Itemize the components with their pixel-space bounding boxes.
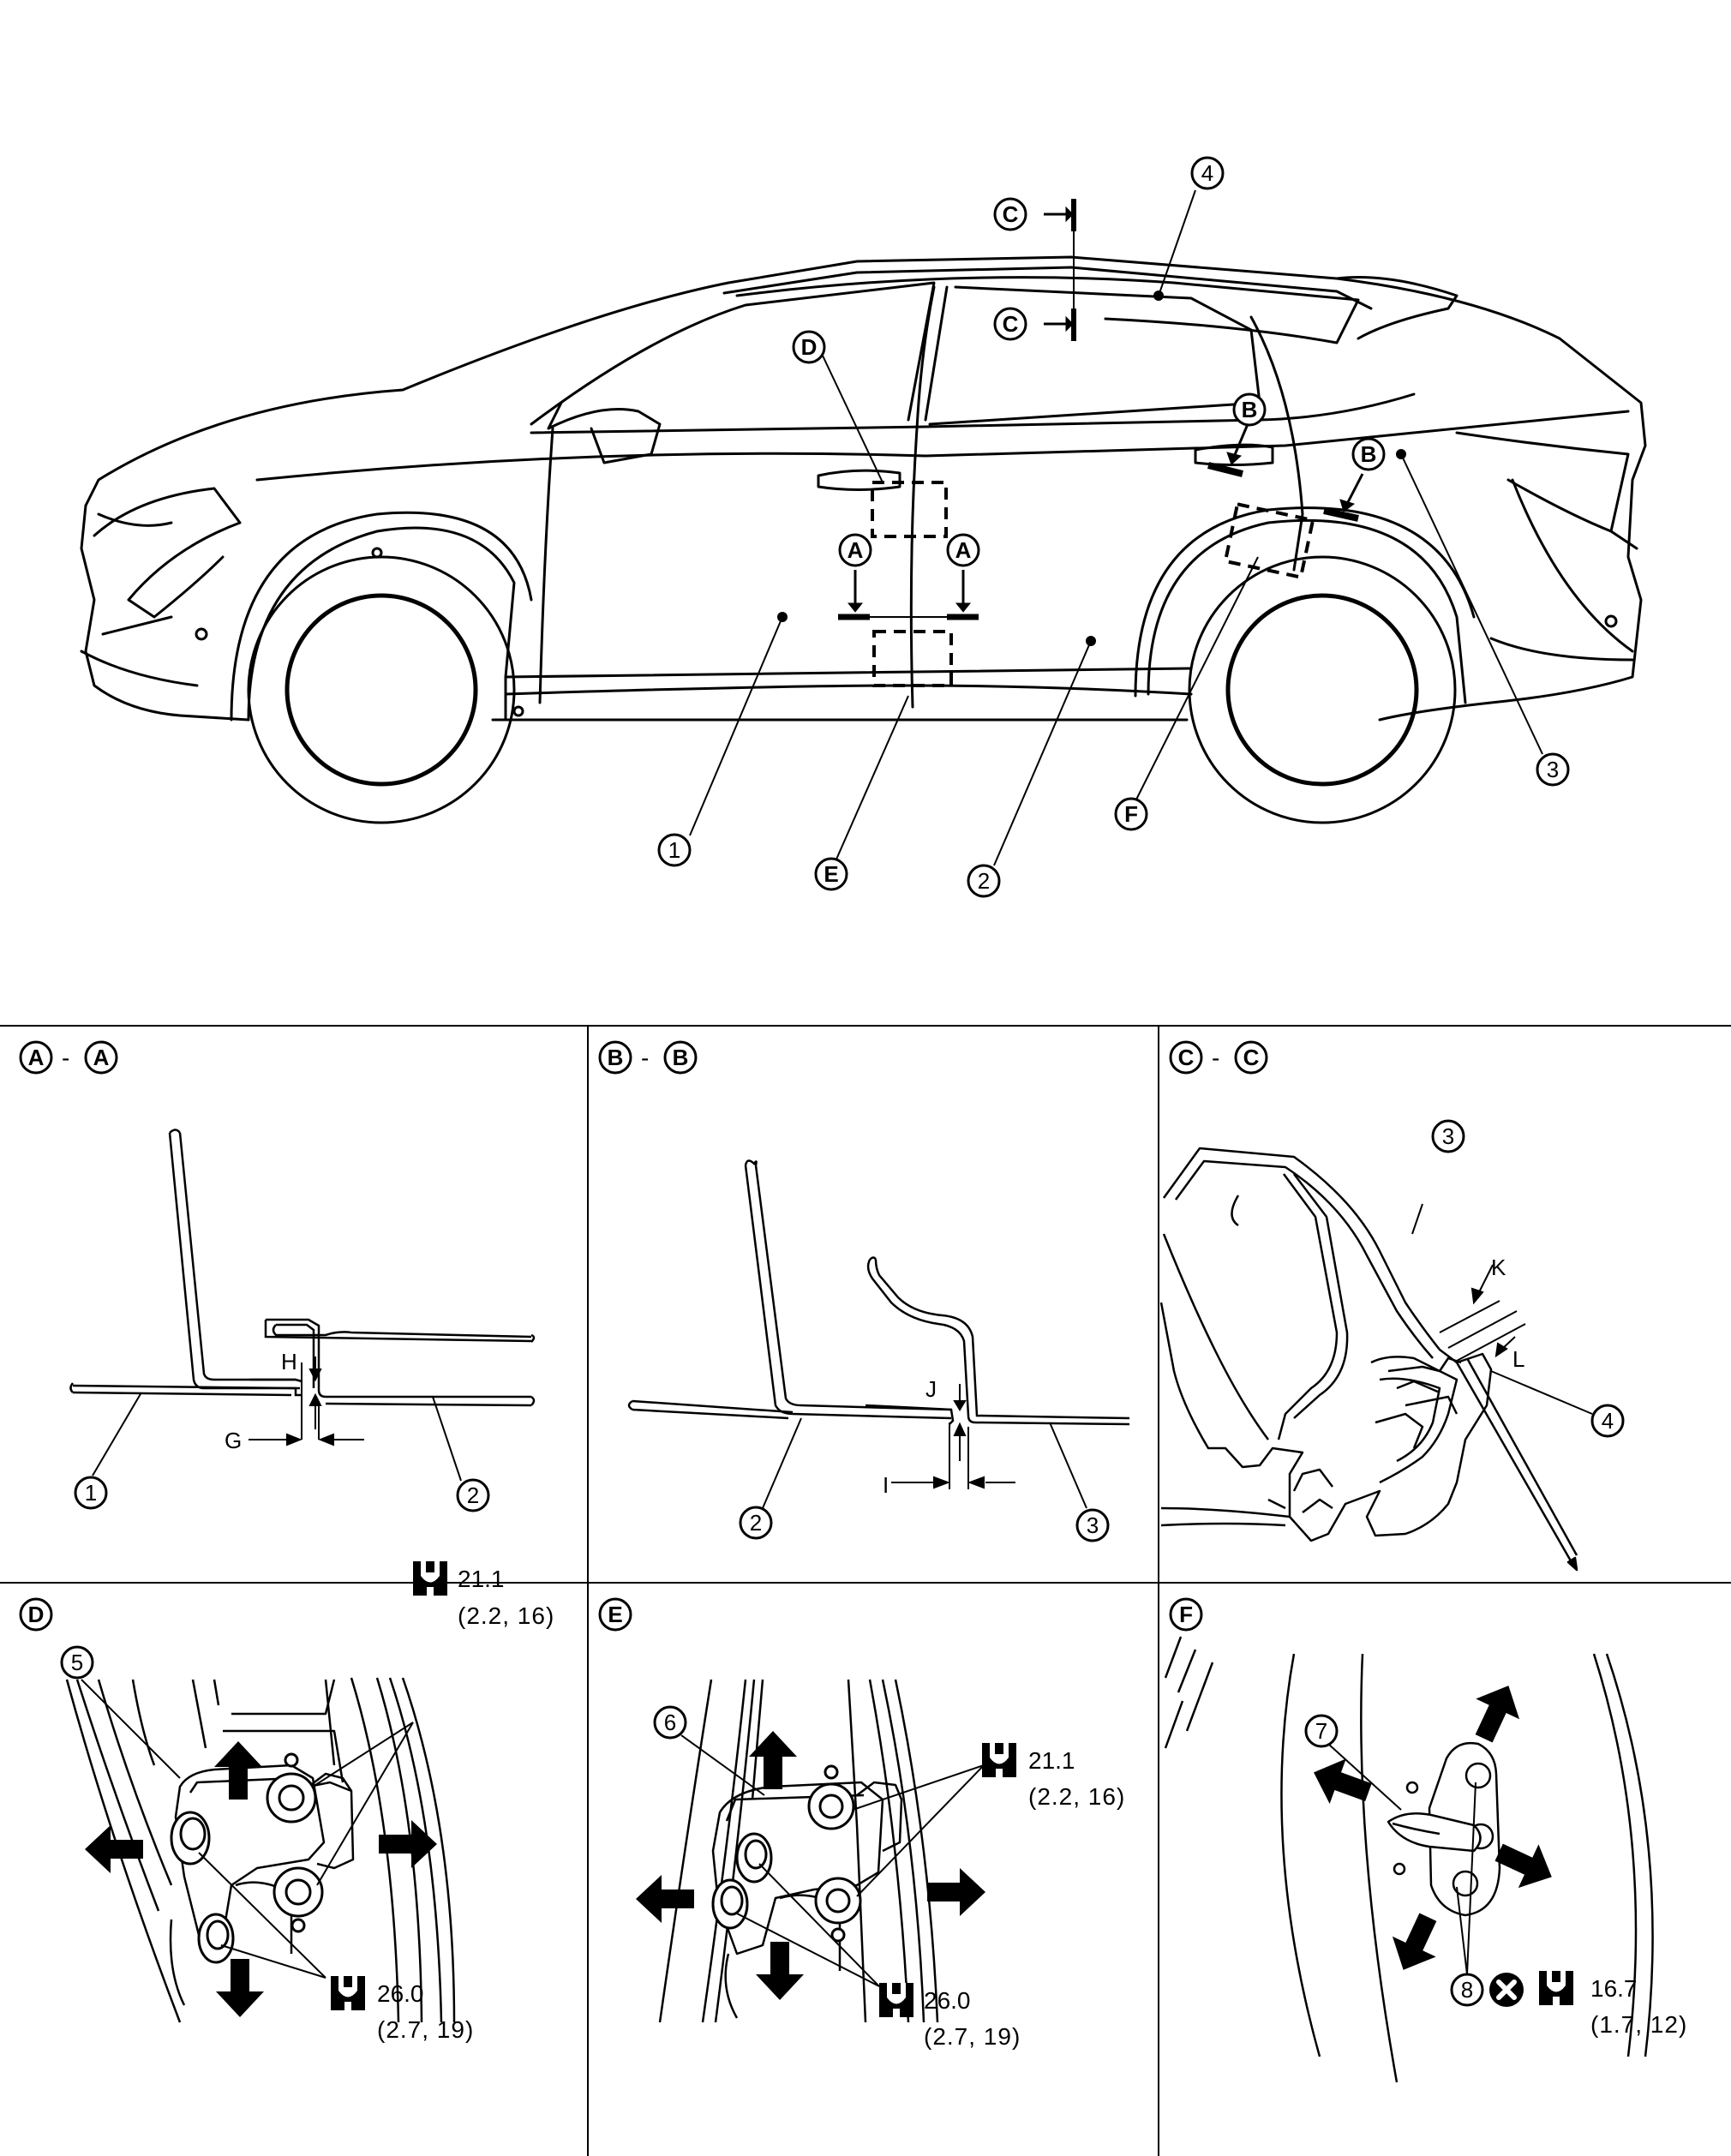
svg-text:26.0: 26.0 xyxy=(924,1987,971,2014)
callout-b-right: B xyxy=(1351,437,1386,471)
callout-c-lower: C xyxy=(993,307,1027,341)
svg-text:B: B xyxy=(673,1045,689,1070)
svg-text:3: 3 xyxy=(1087,1512,1099,1538)
svg-text:H: H xyxy=(281,1349,297,1374)
section-a-a: A - A xyxy=(19,1040,536,1512)
callout-d-vehicle: D xyxy=(792,330,826,364)
torque-wrench-icon xyxy=(982,1743,1016,1777)
section-b-b: B - B I J xyxy=(598,1040,1130,1542)
svg-text:B: B xyxy=(1242,397,1258,422)
svg-text:F: F xyxy=(1179,1602,1193,1627)
panel-grid xyxy=(0,1025,1731,2156)
svg-text:D: D xyxy=(801,334,818,360)
do-not-reuse-icon xyxy=(1489,1973,1524,2007)
callout-1-vehicle: 1 xyxy=(657,833,692,867)
svg-text:D: D xyxy=(28,1602,45,1627)
svg-text:2: 2 xyxy=(978,868,990,894)
detail-f-striker: F xyxy=(1164,1597,1687,2083)
svg-text:6: 6 xyxy=(664,1710,676,1735)
leader-lines xyxy=(689,189,1543,866)
callout-f-vehicle: F xyxy=(1114,797,1148,831)
detail-boxes xyxy=(871,481,1315,687)
svg-text:4: 4 xyxy=(1201,160,1213,186)
svg-text:C: C xyxy=(1003,311,1019,337)
svg-text:16.7: 16.7 xyxy=(1590,1975,1638,2002)
svg-text:A: A xyxy=(955,537,972,563)
svg-text:(1.7, 12): (1.7, 12) xyxy=(1590,2011,1687,2038)
svg-text:C: C xyxy=(1178,1045,1195,1070)
detail-box-e xyxy=(872,630,953,687)
detail-box-d xyxy=(871,481,948,538)
svg-text:C: C xyxy=(1243,1045,1260,1070)
svg-text:3: 3 xyxy=(1442,1123,1454,1149)
callout-e-vehicle: E xyxy=(814,857,848,891)
svg-text:A: A xyxy=(848,537,864,563)
svg-text:(2.2, 16): (2.2, 16) xyxy=(458,1602,554,1629)
callout-4-vehicle: 4 xyxy=(1190,156,1225,190)
section-c-c: C - C xyxy=(1159,1040,1625,1572)
svg-text:J: J xyxy=(925,1376,937,1402)
svg-text:1: 1 xyxy=(85,1480,97,1506)
svg-text:1: 1 xyxy=(668,837,680,863)
svg-text:(2.7, 19): (2.7, 19) xyxy=(377,2016,474,2043)
section-markers xyxy=(838,199,1364,620)
svg-text:F: F xyxy=(1124,801,1138,827)
torque-wrench-icon xyxy=(1539,1971,1573,2005)
svg-text:L: L xyxy=(1512,1346,1524,1372)
callout-a-left: A xyxy=(838,533,872,567)
svg-text:K: K xyxy=(1491,1255,1506,1280)
direction-arrow-icon xyxy=(85,1741,437,2017)
svg-text:2: 2 xyxy=(750,1510,762,1536)
callout-3-vehicle: 3 xyxy=(1536,752,1570,787)
svg-text:-: - xyxy=(62,1045,69,1071)
callout-c-upper: C xyxy=(993,197,1027,231)
svg-text:4: 4 xyxy=(1602,1408,1614,1434)
svg-text:7: 7 xyxy=(1315,1718,1327,1744)
svg-text:21.1: 21.1 xyxy=(458,1566,505,1592)
svg-text:C: C xyxy=(1003,201,1019,227)
svg-text:B: B xyxy=(608,1045,624,1070)
torque-wrench-icon xyxy=(413,1561,447,1596)
svg-text:26.0: 26.0 xyxy=(377,1980,424,2007)
svg-text:(2.2, 16): (2.2, 16) xyxy=(1028,1783,1125,1810)
callout-2-vehicle: 2 xyxy=(967,864,1001,898)
svg-text:A: A xyxy=(28,1045,45,1070)
svg-text:21.1: 21.1 xyxy=(1028,1747,1075,1774)
svg-text:2: 2 xyxy=(467,1482,479,1508)
svg-text:E: E xyxy=(608,1602,622,1627)
torque-wrench-icon xyxy=(879,1983,913,2017)
callout-a-right: A xyxy=(946,533,980,567)
svg-text:8: 8 xyxy=(1461,1977,1473,2003)
svg-text:A: A xyxy=(93,1045,110,1070)
torque-wrench-icon xyxy=(331,1976,365,2010)
callout-b-left: B xyxy=(1232,392,1267,427)
svg-text:(2.7, 19): (2.7, 19) xyxy=(924,2023,1021,2050)
detail-d-front-door-hinge: D xyxy=(19,1561,554,2043)
svg-text:I: I xyxy=(883,1472,889,1498)
detail-e-rear-door-hinge: E xyxy=(598,1597,1125,2050)
svg-text:B: B xyxy=(1361,441,1377,467)
detail-box-f xyxy=(1223,502,1315,579)
svg-text:G: G xyxy=(225,1428,242,1453)
svg-text:3: 3 xyxy=(1547,757,1559,782)
svg-text:5: 5 xyxy=(71,1650,83,1675)
svg-text:-: - xyxy=(641,1045,649,1071)
svg-text:E: E xyxy=(824,861,838,887)
svg-text:-: - xyxy=(1212,1045,1219,1071)
